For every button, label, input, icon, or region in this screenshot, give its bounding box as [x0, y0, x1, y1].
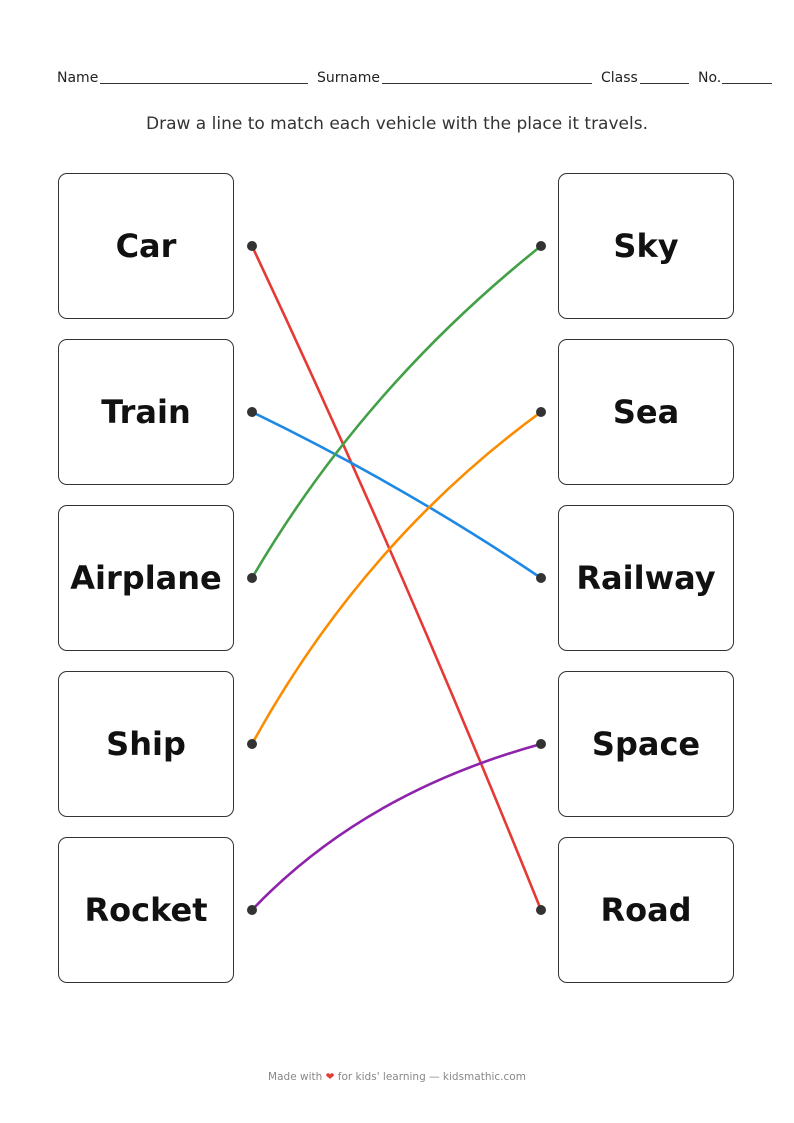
class-label: Class	[601, 70, 638, 86]
class-field[interactable]	[640, 83, 689, 84]
right-dot[interactable]	[536, 905, 546, 915]
match-line	[251, 410, 542, 580]
vehicle-card-car[interactable]: Car	[58, 173, 234, 319]
left-dot[interactable]	[247, 407, 257, 417]
name-label: Name	[57, 70, 99, 86]
match-line	[251, 742, 542, 911]
match-line	[250, 244, 542, 579]
place-card-road[interactable]: Road	[558, 837, 734, 983]
surname-field[interactable]	[382, 83, 592, 84]
match-line	[250, 245, 543, 911]
instruction: Draw a line to match each vehicle with t…	[146, 114, 648, 134]
left-dot[interactable]	[247, 905, 257, 915]
match-line	[250, 410, 542, 745]
right-dot[interactable]	[536, 407, 546, 417]
right-dot[interactable]	[536, 739, 546, 749]
no-field[interactable]	[722, 83, 772, 84]
surname-label: Surname	[317, 70, 380, 86]
vehicle-card-ship[interactable]: Ship	[58, 671, 234, 817]
vehicle-card-train[interactable]: Train	[58, 339, 234, 485]
place-card-railway[interactable]: Railway	[558, 505, 734, 651]
vehicle-card-airplane[interactable]: Airplane	[58, 505, 234, 651]
right-dot[interactable]	[536, 241, 546, 251]
left-dot[interactable]	[247, 241, 257, 251]
vehicle-card-rocket[interactable]: Rocket	[58, 837, 234, 983]
footer: Made with ❤ for kids' learning — kidsmat…	[0, 1071, 794, 1083]
no-label: No.	[698, 70, 722, 86]
place-card-sky[interactable]: Sky	[558, 173, 734, 319]
footer-prefix: Made with	[268, 1071, 323, 1083]
heart-icon: ❤	[325, 1071, 335, 1083]
left-dot[interactable]	[247, 739, 257, 749]
name-field[interactable]	[100, 83, 308, 84]
right-dot[interactable]	[536, 573, 546, 583]
place-card-space[interactable]: Space	[558, 671, 734, 817]
place-card-sea[interactable]: Sea	[558, 339, 734, 485]
footer-suffix: for kids' learning — kidsmathic.com	[337, 1071, 526, 1083]
left-dot[interactable]	[247, 573, 257, 583]
